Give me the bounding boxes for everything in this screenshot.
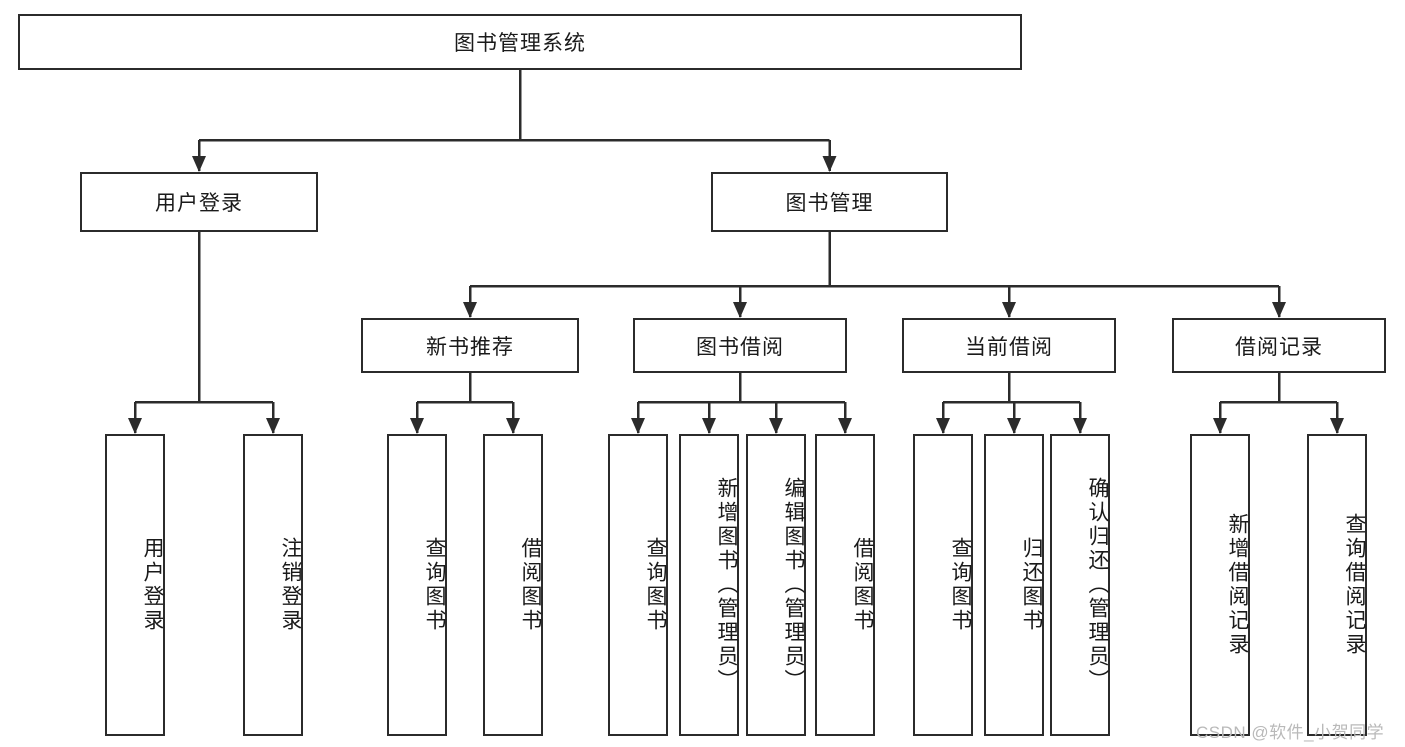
node-bookmgmt: 图书管理 [711,172,948,232]
node-root: 图书管理系统 [18,14,1022,70]
node-label: 借阅图书 [851,537,874,633]
watermark-text: CSDN @软件_小贺同学 [1196,723,1385,742]
node-label: 查询图书 [644,537,667,633]
node-label: 新增借阅记录 [1226,513,1249,657]
node-label: 当前借阅 [965,335,1053,359]
node-label: 归还图书 [1020,537,1043,633]
node-l12: 新增借阅记录 [1190,434,1250,736]
node-l7: 编辑图书（管理员） [746,434,806,736]
node-label: 查询图书 [949,537,972,633]
node-label: 借阅图书 [519,537,542,633]
node-label: 图书管理 [785,192,874,215]
node-l2: 注销登录 [243,434,303,736]
node-l10: 归还图书 [984,434,1044,736]
node-label: 用户登录 [155,192,243,215]
node-l9: 查询图书 [913,434,973,736]
node-l13: 查询借阅记录 [1307,434,1367,736]
node-l4: 借阅图书 [483,434,543,736]
node-l8: 借阅图书 [815,434,875,736]
node-label: 查询借阅记录 [1343,513,1366,657]
node-label: 编辑图书（管理员） [782,477,805,693]
node-label: 查询图书 [423,537,446,633]
node-label: 新增图书（管理员） [715,477,738,693]
node-label: 借阅记录 [1235,335,1323,359]
node-newbook: 新书推荐 [361,318,579,373]
node-label: 图书管理系统 [454,32,586,55]
node-l11: 确认归还（管理员） [1050,434,1110,736]
node-label: 确认归还（管理员） [1086,477,1109,693]
node-label: 新书推荐 [426,335,514,359]
node-l3: 查询图书 [387,434,447,736]
node-label: 图书借阅 [696,335,784,359]
node-label: 用户登录 [141,537,164,633]
node-l5: 查询图书 [608,434,668,736]
node-records: 借阅记录 [1172,318,1386,373]
node-label: 注销登录 [279,537,302,633]
node-l1: 用户登录 [105,434,165,736]
node-login: 用户登录 [80,172,318,232]
node-borrow: 图书借阅 [633,318,847,373]
node-current: 当前借阅 [902,318,1116,373]
node-l6: 新增图书（管理员） [679,434,739,736]
